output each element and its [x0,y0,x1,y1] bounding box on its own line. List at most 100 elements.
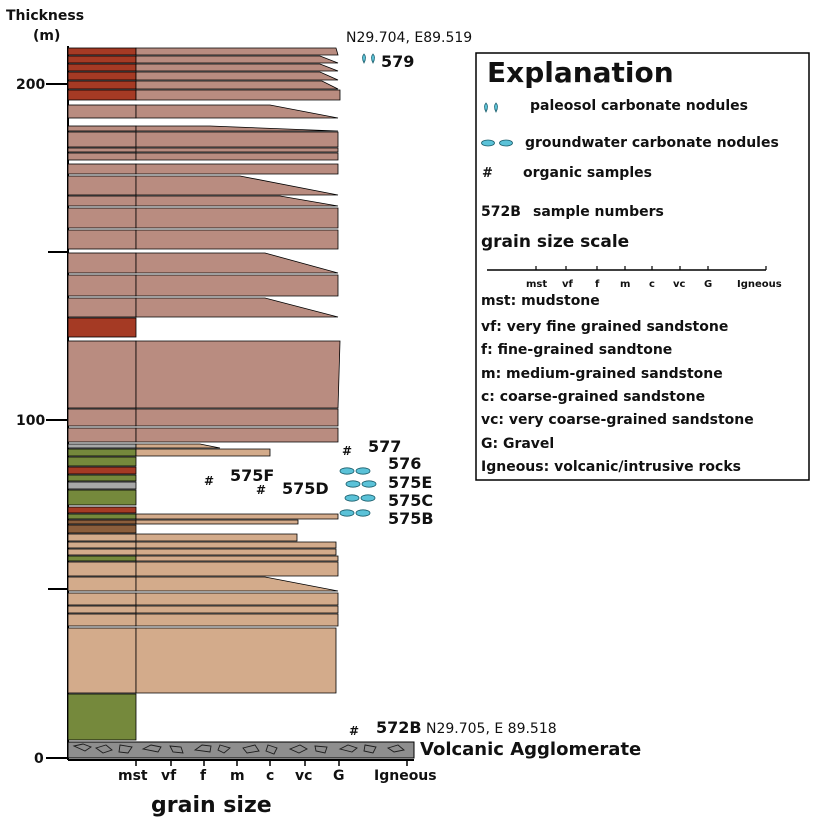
bed-mudstone-column [67,481,137,490]
bed-sandstone-extension [135,408,339,427]
bed-mudstone-column [67,443,137,449]
thickness-axis-unit: (m) [33,28,60,44]
bed-sandstone-extension [135,513,339,520]
bed-sandstone-extension [135,80,339,90]
bed-mudstone-column [67,55,137,64]
groundwater-nodule-icon [339,467,377,517]
bed-sandstone-extension [135,152,339,161]
bed-mudstone-column [67,548,137,556]
legend-groundwater-text: groundwater carbonate nodules [525,135,779,151]
sample-579-label: 579 [381,52,414,71]
bed-sandstone-extension [135,195,339,207]
paleosol-nodule-icon [362,53,375,64]
bed-sandstone-extension [135,627,337,694]
bed-mudstone-column [67,89,137,101]
bed-mudstone-column [67,506,137,514]
bed-mudstone-column [67,489,137,506]
bed-mudstone-column [67,427,137,443]
bed-sandstone-extension [135,592,339,606]
organic-sample-icon: # [342,444,352,458]
legend-scale-g: G [704,279,712,290]
bed-mudstone-column [67,340,137,409]
bed-sandstone-extension [135,548,337,556]
groundwater-nodule-icon [481,139,513,147]
grain-label-mst: mst [118,768,148,784]
sample-575c-label: 575C [388,491,433,510]
bed-mudstone-column [67,63,137,72]
sample-575d-label: 575D [282,479,329,498]
bed-sandstone-extension [135,55,339,64]
bed-sandstone-extension [135,175,339,196]
explanation-legend: Explanation paleosol carbonate nodules g… [475,52,810,481]
grain-label-vf: vf [161,768,177,784]
bed-mudstone-column [67,627,137,694]
bed-sandstone-extension [135,63,339,72]
grain-label-c: c [266,768,274,784]
bed-mudstone-column [67,576,137,592]
legend-definition: vf: very fine grained sandstone [481,319,728,335]
bed-mudstone-column [67,229,137,250]
bed-sandstone-extension [135,533,298,542]
bed-mudstone-column [67,605,137,614]
legend-grain-scale-title: grain size scale [481,232,629,252]
bed-mudstone-column [67,195,137,207]
bed-sandstone-extension [135,71,339,81]
bed-mudstone-column [67,80,137,90]
legend-sample-text: sample numbers [533,204,664,220]
bed-sandstone-extension [135,89,341,101]
bed-mudstone-column [67,47,137,56]
bed-sandstone-extension [135,613,339,627]
bed-sandstone-extension [135,252,339,274]
bed-mudstone-column [67,533,137,542]
bed-sandstone-extension [135,555,339,562]
bed-mudstone-column [67,274,137,297]
bed-layers [67,47,341,741]
grain-label-igneous: Igneous [374,768,437,784]
sample-575e-label: 575E [388,473,432,492]
legend-paleosol-text: paleosol carbonate nodules [530,98,748,114]
bed-sandstone-extension [135,297,339,318]
bed-sandstone-extension [135,541,337,549]
bed-sandstone-extension [135,576,339,592]
bed-mudstone-column [67,125,137,132]
coordinates-bottom: N29.705, E 89.518 [426,721,557,737]
legend-sample-code: 572B [481,204,521,220]
legend-scale-c: c [649,279,655,290]
bed-mudstone-column [67,131,137,148]
tick-label-200: 200 [16,77,45,93]
bed-sandstone-extension [135,147,339,153]
bed-mudstone-column [67,693,137,741]
bed-mudstone-column [67,408,137,427]
legend-scale-mst: mst [526,279,547,290]
bed-mudstone-column [67,297,137,318]
bed-sandstone-extension [135,605,339,614]
grain-label-f: f [200,768,207,784]
grain-label-m: m [230,768,245,784]
bed-mudstone-column [67,541,137,549]
sample-575f-label: 575F [230,466,274,485]
bed-mudstone-column [67,613,137,627]
bed-mudstone-column [67,175,137,196]
bed-sandstone-extension [135,104,339,119]
bed-sandstone-extension [135,427,339,443]
sample-576-label: 576 [388,454,421,473]
bed-sandstone-extension [135,207,339,229]
volcanic-agglomerate-bed [67,741,415,759]
bed-mudstone-column [67,561,137,577]
legend-definition: mst: mudstone [481,293,600,309]
bed-sandstone-extension [135,229,339,250]
bed-mudstone-column [67,71,137,81]
bed-sandstone-extension [135,163,339,175]
bed-mudstone-column [67,466,137,475]
paleosol-nodule-icon [484,102,498,113]
bed-mudstone-column [67,147,137,153]
bed-mudstone-column [67,555,137,562]
organic-sample-icon: # [204,474,214,488]
volcanic-agglomerate-label: Volcanic Agglomerate [420,739,641,760]
grain-label-g: G [333,768,345,784]
legend-scale-m: m [620,279,630,290]
bed-mudstone-column [67,519,137,525]
grain-axis-title: grain size [151,793,272,818]
bed-mudstone-column [67,104,137,119]
